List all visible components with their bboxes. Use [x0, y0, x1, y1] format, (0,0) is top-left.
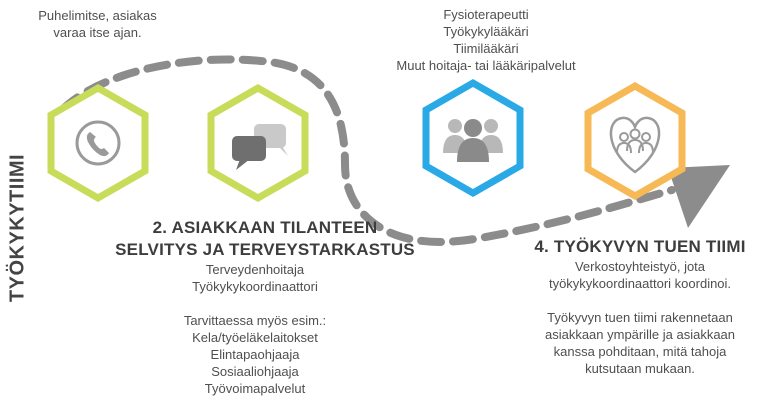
step4-text: Verkostoyhteistyö, jota työkykykoordinaa…	[525, 258, 755, 377]
step2-text-line: Terveydenhoitaja	[205, 262, 305, 277]
step4-text-line: työkykykoordinaattori koordinoi.	[548, 276, 732, 291]
step4-text-line: Työkyvyn tuen tiimi rakennetaan	[547, 310, 733, 325]
step2-text: Terveydenhoitaja Työkykykoordinaattori T…	[155, 261, 355, 397]
step4-text-line: Verkostoyhteistyö, jota	[574, 259, 706, 274]
side-label: TYÖKYKYTIIMI	[6, 153, 29, 303]
arrow-head	[668, 165, 730, 228]
step3-note-line: Työkykylääkäri	[443, 24, 529, 39]
step3-note: Fysioterapeutti Työkykylääkäri Tiimilääk…	[370, 6, 602, 74]
hexagon-step4	[584, 81, 686, 201]
step2-text-line: Elintapaohjaaja	[210, 347, 300, 362]
step3-note-line: Muut hoitaja- tai lääkäripalvelut	[396, 58, 576, 73]
hexagon-step1	[47, 83, 149, 203]
step2-title-line: SELVITYS JA TERVEYSTARKASTUS	[115, 240, 415, 259]
step2-title: 2. ASIAKKAAN TILANTEEN SELVITYS JA TERVE…	[115, 217, 415, 261]
hexagon-step3	[422, 78, 524, 198]
chat-bubbles-icon	[232, 124, 288, 170]
step3-note-line: Tiimilääkäri	[453, 41, 519, 56]
step4-text-line	[525, 292, 755, 309]
step2-title-line: 2. ASIAKKAAN TILANTEEN	[152, 218, 378, 237]
heart-people-icon	[609, 116, 661, 174]
step4-title: 4. TYÖKYVYN TUEN TIIMI	[534, 237, 746, 256]
step4-text-line: kutsutaan mukaan.	[585, 361, 695, 376]
step4-text-line: kanssa pohditaan, mitä tahoja	[553, 344, 727, 359]
step2-text-line: Työvoimapalvelut	[204, 381, 306, 396]
step2-text-line: Tarvittaessa myös esim.:	[183, 313, 327, 328]
step1-note: Puhelimitse, asiakas varaa itse ajan.	[25, 7, 170, 41]
step3-note-line: Fysioterapeutti	[443, 7, 529, 22]
hexagon-step2	[207, 83, 309, 203]
step2-text-line: Sosiaaliohjaaja	[211, 364, 299, 379]
step1-note-line: varaa itse ajan.	[53, 25, 142, 40]
step4-text-line: asiakkaan ympärille ja asiakkaan	[544, 327, 736, 342]
step1-note-line: Puhelimitse, asiakas	[38, 8, 157, 23]
phone-icon	[75, 120, 121, 166]
step2-text-line: Kela/työeläkelaitokset	[192, 330, 318, 345]
step2-text-line	[155, 295, 355, 312]
group-icon	[443, 119, 503, 162]
step2-text-line: Työkykykoordinaattori	[192, 279, 318, 294]
dashed-process-path	[58, 55, 676, 246]
